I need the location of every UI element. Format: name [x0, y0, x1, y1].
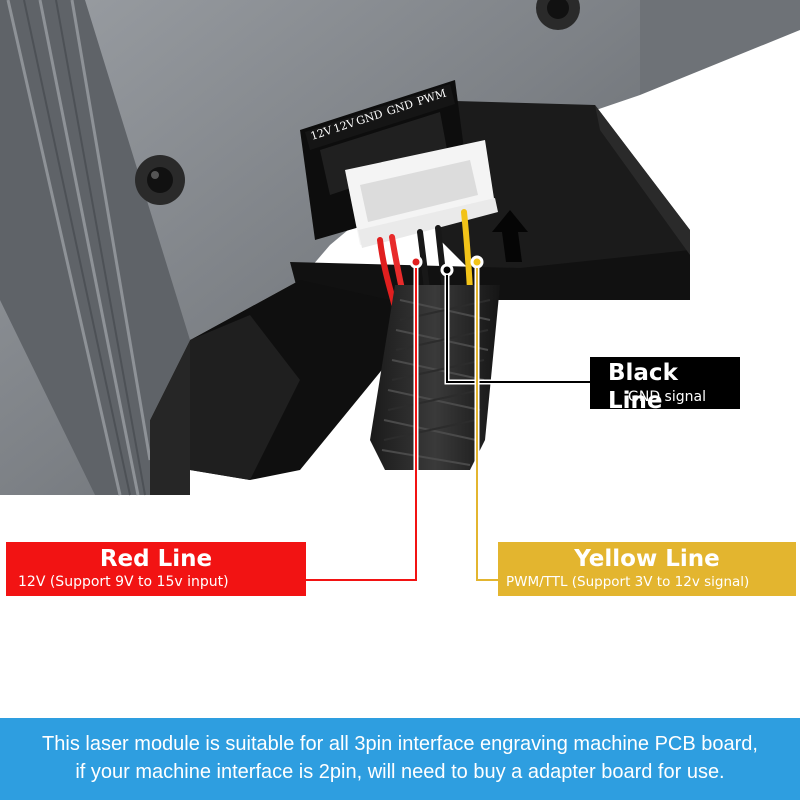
black-leader-line	[446, 275, 590, 383]
red-line-callout: Red Line 12V (Support 9V to 15v input)	[6, 542, 306, 596]
yellow-line-callout: Yellow Line PWM/TTL (Support 3V to 12v s…	[498, 542, 796, 596]
info-banner: This laser module is suitable for all 3p…	[0, 718, 800, 800]
yellow-leader-line	[476, 268, 498, 581]
black-wire-marker	[440, 263, 454, 277]
black-line-callout: Black Line GND signal	[590, 357, 740, 414]
red-wire-marker	[409, 255, 423, 269]
yellow-line-subtitle: PWM/TTL (Support 3V to 12v signal)	[506, 574, 750, 590]
banner-line-2: if your machine interface is 2pin, will …	[75, 761, 725, 783]
black-line-title: Black Line	[608, 360, 678, 414]
red-line-title: Red Line	[99, 546, 213, 572]
fan-shroud	[150, 100, 690, 495]
red-line-subtitle: 12V (Support 9V to 15v input)	[18, 574, 229, 590]
heatsink-fins	[0, 0, 190, 496]
screw-icon	[135, 155, 185, 205]
black-line-subtitle: GND signal	[628, 389, 706, 405]
yellow-wire-marker	[470, 255, 484, 269]
screw-icon	[536, 0, 580, 30]
yellow-line-title: Yellow Line	[574, 546, 720, 572]
arrow-up-icon	[492, 210, 528, 262]
red-leader-line	[306, 268, 417, 581]
banner-line-1: This laser module is suitable for all 3p…	[42, 733, 758, 755]
